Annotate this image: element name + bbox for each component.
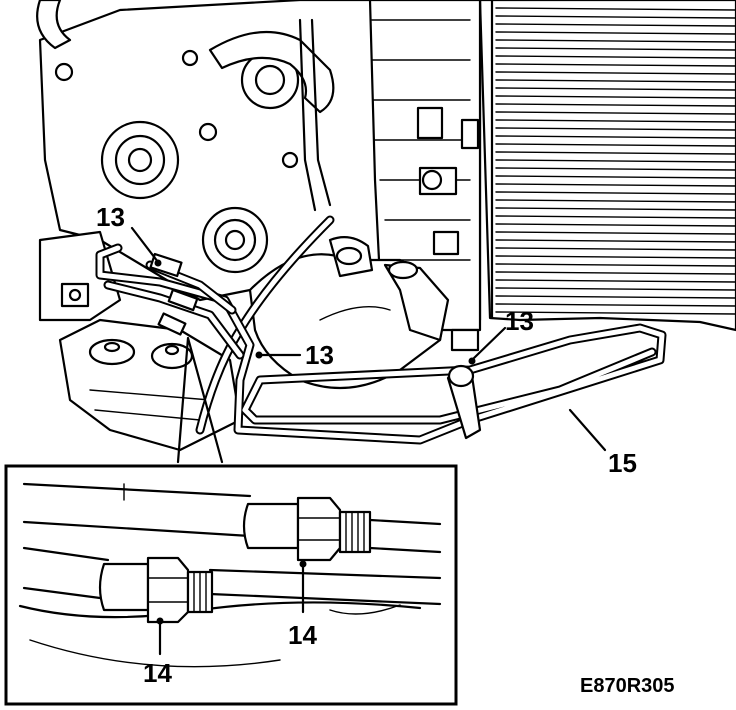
- radiator-fin: [495, 47, 736, 51]
- radiator-fin: [495, 231, 736, 235]
- radiator-fin: [495, 215, 736, 219]
- radiator-fin: [495, 55, 736, 59]
- leader-dot-13b: [255, 351, 263, 359]
- radiator-fin: [495, 287, 736, 291]
- radiator-fins: [495, 7, 736, 315]
- callout-13-center: 13: [305, 340, 334, 370]
- radiator-fin: [495, 143, 736, 147]
- radiator-fin: [495, 199, 736, 203]
- reference-code: E870R305: [580, 675, 675, 697]
- callout-13-left: 13: [96, 202, 125, 232]
- radiator-fin: [495, 111, 736, 115]
- radiator-fin: [495, 271, 736, 275]
- radiator-fin: [495, 263, 736, 267]
- leader-lines: [130, 226, 607, 464]
- radiator-fin: [495, 151, 736, 155]
- radiator: [358, 0, 736, 352]
- callout-13-right: 13: [505, 306, 534, 336]
- leader-dot-14a: [299, 560, 307, 568]
- radiator-fin: [495, 31, 736, 35]
- radiator-fin: [495, 311, 736, 315]
- radiator-fin: [495, 119, 736, 123]
- coolant-hose: [248, 235, 450, 390]
- radiator-fin: [495, 103, 736, 107]
- radiator-fin: [495, 15, 736, 19]
- radiator-fin: [495, 191, 736, 195]
- radiator-fin: [495, 63, 736, 67]
- radiator-fin: [495, 159, 736, 163]
- radiator-fin: [495, 127, 736, 131]
- callout-15: 15: [608, 448, 637, 478]
- radiator-fin: [495, 175, 736, 179]
- radiator-fin: [495, 279, 736, 283]
- leader-dot-13a: [154, 259, 162, 267]
- radiator-fin: [495, 167, 736, 171]
- radiator-fin: [495, 207, 736, 211]
- fluid-pipe-assembly: [95, 243, 667, 445]
- radiator-fin: [495, 295, 736, 299]
- radiator-fin: [495, 79, 736, 83]
- radiator-fin: [495, 135, 736, 139]
- leader-dot-14b: [156, 617, 164, 625]
- radiator-fin: [495, 71, 736, 75]
- detail-inset: [4, 464, 458, 706]
- radiator-fin: [495, 255, 736, 259]
- callout-14-lower: 14: [143, 658, 172, 688]
- callout-14-upper: 14: [288, 620, 317, 650]
- leader-dot-13c: [468, 357, 476, 365]
- radiator-fin: [495, 223, 736, 227]
- radiator-fin: [495, 303, 736, 307]
- radiator-fin: [495, 183, 736, 187]
- radiator-fin: [495, 23, 736, 27]
- radiator-fin: [495, 239, 736, 243]
- radiator-fin: [495, 95, 736, 99]
- radiator-fin: [495, 87, 736, 91]
- engine-block: [36, 0, 382, 452]
- radiator-fin: [495, 39, 736, 43]
- radiator-fin: [495, 7, 736, 11]
- radiator-fin: [495, 247, 736, 251]
